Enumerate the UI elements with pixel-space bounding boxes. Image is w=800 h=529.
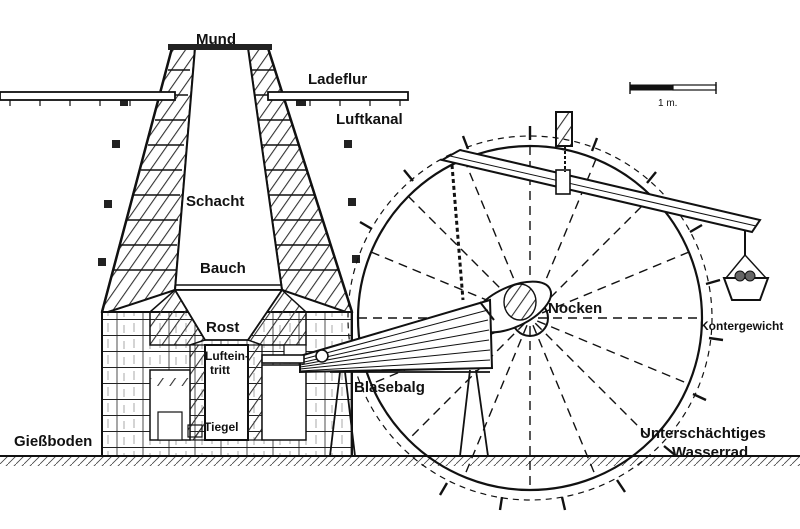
label-nocken: Nocken — [548, 300, 602, 317]
crucible — [187, 424, 203, 438]
counterweight — [722, 230, 770, 301]
label-mund: Mund — [196, 31, 236, 48]
bellows — [261, 298, 495, 457]
anchor-blocks — [98, 98, 360, 266]
chain — [450, 164, 465, 301]
ground — [0, 456, 800, 466]
hanging-weight — [555, 111, 573, 172]
label-kontergewicht: Kontergewicht — [700, 319, 783, 333]
water-wheel — [347, 126, 724, 511]
label-wasserrad-1: Unterschächtiges — [640, 425, 766, 442]
label-schacht: Schacht — [186, 193, 244, 210]
label-giessboden: Gießboden — [14, 433, 92, 450]
label-tiegel: Tiegel — [204, 420, 238, 434]
scale-bar — [629, 82, 717, 94]
charging-floor-left — [0, 91, 176, 101]
scale-bar-label: 1 m. — [658, 98, 677, 109]
furnace-mouth — [168, 44, 272, 50]
label-luftkanal: Luftkanal — [336, 111, 403, 128]
wheel-paddles — [359, 126, 724, 511]
charging-floor-right — [267, 91, 409, 101]
label-wasserrad-2: Wasserrad — [672, 444, 748, 461]
wheel-rim-dashed — [347, 135, 713, 501]
label-lufteintritt-1: Luftein- — [205, 349, 249, 363]
lever-beam — [439, 148, 762, 234]
label-blasebalg: Blasebalg — [354, 379, 425, 396]
label-rost: Rost — [206, 319, 239, 336]
label-ladeflur: Ladeflur — [308, 71, 367, 88]
furnace — [0, 44, 800, 466]
label-lufteintritt-2: tritt — [210, 363, 230, 377]
label-bauch: Bauch — [200, 260, 246, 277]
